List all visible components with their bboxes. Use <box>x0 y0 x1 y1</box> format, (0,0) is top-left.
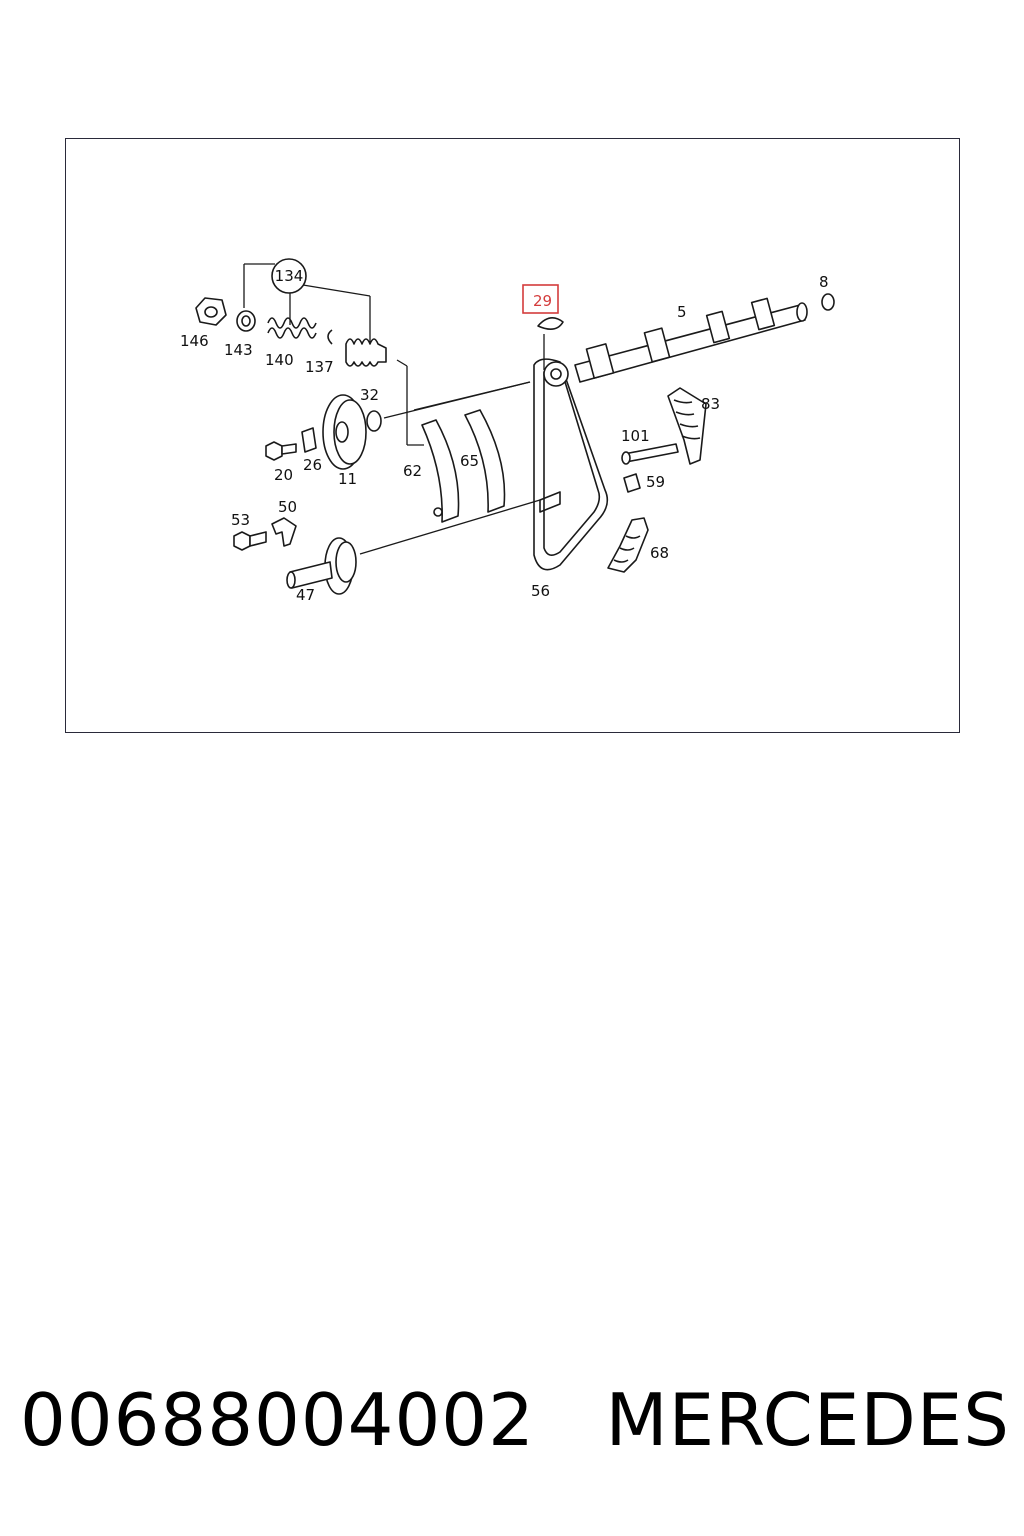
pin-101 <box>621 443 679 465</box>
callout-8: 8 <box>819 273 829 291</box>
callout-101: 101 <box>621 427 650 445</box>
callout-50: 50 <box>278 498 297 516</box>
callout-68: 68 <box>650 544 669 562</box>
callout-59: 59 <box>646 473 665 491</box>
callout-140: 140 <box>265 351 294 369</box>
callout-20: 20 <box>274 466 293 484</box>
bolt-20 <box>265 441 297 461</box>
footer: 00688004002 MERCEDES <box>20 1375 1010 1465</box>
sprocket-47 <box>286 499 541 595</box>
camshaft <box>574 297 808 383</box>
sprocket-11 <box>322 381 531 470</box>
part-29 <box>537 317 564 370</box>
callout-143: 143 <box>224 341 253 359</box>
callout-146: 146 <box>180 332 209 350</box>
callout-32: 32 <box>360 386 379 404</box>
timing-chain <box>533 358 609 571</box>
bracket-50 <box>271 517 297 547</box>
callout-29: 29 <box>533 292 552 310</box>
guide-68 <box>607 517 649 573</box>
link-59 <box>623 473 641 493</box>
part-number: 00688004002 <box>20 1378 535 1462</box>
callout-83: 83 <box>701 395 720 413</box>
callout-53: 53 <box>231 511 250 529</box>
callout-11: 11 <box>338 470 357 488</box>
diagram-frame <box>65 138 960 733</box>
callout-65: 65 <box>460 452 479 470</box>
callout-26: 26 <box>303 456 322 474</box>
tensioner-assembly <box>195 258 424 446</box>
brand-name: MERCEDES <box>605 1378 1010 1462</box>
guide-rail-62 <box>421 419 460 523</box>
washer-26 <box>301 427 317 453</box>
guide-rail-65 <box>464 409 506 513</box>
plug-8 <box>821 293 835 311</box>
highlight-box-29 <box>522 284 559 314</box>
callout-56: 56 <box>531 582 550 600</box>
callout-137: 137 <box>305 358 334 376</box>
callout-134: 134 <box>275 267 304 285</box>
guide-83 <box>667 387 707 465</box>
callout-47: 47 <box>296 586 315 604</box>
callout-62: 62 <box>403 462 422 480</box>
bolt-53 <box>233 531 267 551</box>
callout-5: 5 <box>677 303 687 321</box>
